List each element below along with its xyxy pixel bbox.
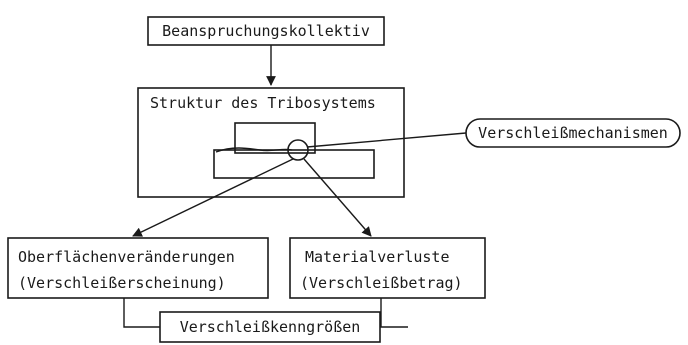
right-bracket-connector (380, 298, 408, 328)
contact-zone-circle (287, 139, 309, 161)
wear-mechanisms-label: Verschleißmechanismen (478, 124, 668, 142)
load-spectrum-node: Beanspruchungskollektiv (147, 16, 385, 46)
load-spectrum-box (147, 16, 385, 46)
tribosystem-node: Struktur des Tribosystems (137, 87, 405, 198)
tribosystem-label: Struktur des Tribosystems (150, 94, 376, 112)
lower-body-sketch (213, 149, 375, 179)
material-loss-node: Materialverluste (Verschleißbetrag) (289, 237, 486, 299)
left-bracket-connector (123, 298, 160, 328)
wear-parameters-node: Verschleißkenngrößen (159, 311, 381, 343)
mechanism-pointer-line (306, 132, 467, 148)
load-spectrum-label: Beanspruchungskollektiv (162, 22, 370, 40)
material-loss-label: Materialverluste (305, 248, 450, 266)
wear-mechanisms-box (465, 118, 681, 148)
wear-mechanisms-node: Verschleißmechanismen (465, 118, 681, 148)
wear-parameters-box (159, 311, 381, 343)
tribosystem-box (137, 87, 405, 198)
material-loss-box (289, 237, 486, 299)
wear-appearance-label: (Verschleißerscheinung) (18, 274, 226, 292)
surface-changes-label: Oberflächenveränderungen (18, 248, 235, 266)
contact-interface-sketch (215, 147, 293, 153)
wear-amount-label: (Verschleißbetrag) (300, 274, 463, 292)
surface-changes-box (7, 237, 269, 299)
upper-body-sketch (234, 122, 316, 154)
wear-parameters-label: Verschleißkenngrößen (180, 318, 361, 336)
arrow-to-material-loss (303, 158, 372, 237)
surface-changes-node: Oberflächenveränderungen (Verschleißersc… (7, 237, 269, 299)
arrow-to-surface-changes (132, 158, 294, 237)
